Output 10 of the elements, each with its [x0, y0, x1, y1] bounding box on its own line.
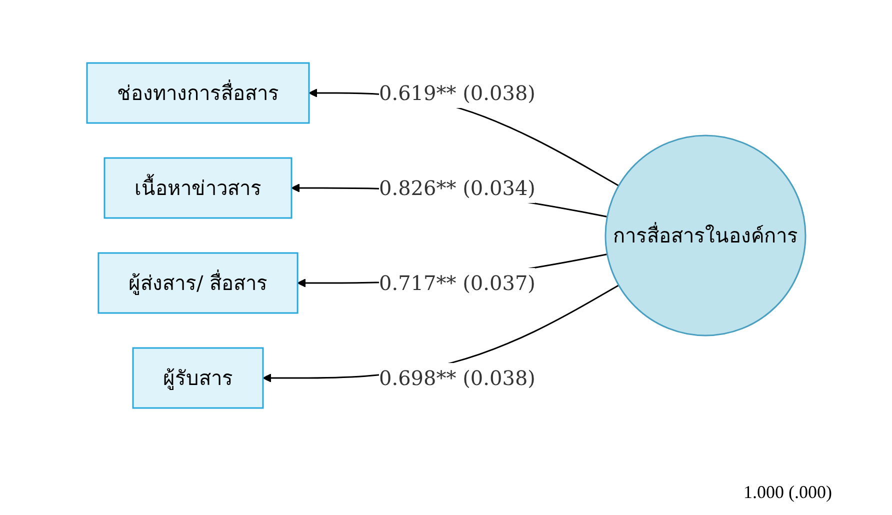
node-box: เนื้อหาข่าวสาร: [104, 156, 292, 218]
node-box: ผู้รับสาร: [132, 346, 264, 408]
node-box: ผู้ส่งสาร/ สื่อสาร: [97, 252, 298, 314]
note-text: 1.000 (.000): [744, 482, 832, 503]
edge-label: 0.698** (0.038): [378, 366, 536, 390]
edge-label: 0.826** (0.034): [378, 176, 536, 200]
edge-label: 0.717** (0.037): [378, 270, 536, 294]
edge-label: 0.619** (0.038): [378, 80, 536, 104]
node-circle: การสื่อสารในองค์การ: [604, 134, 806, 336]
node-box: ช่องทางการสื่อสาร: [86, 62, 310, 124]
